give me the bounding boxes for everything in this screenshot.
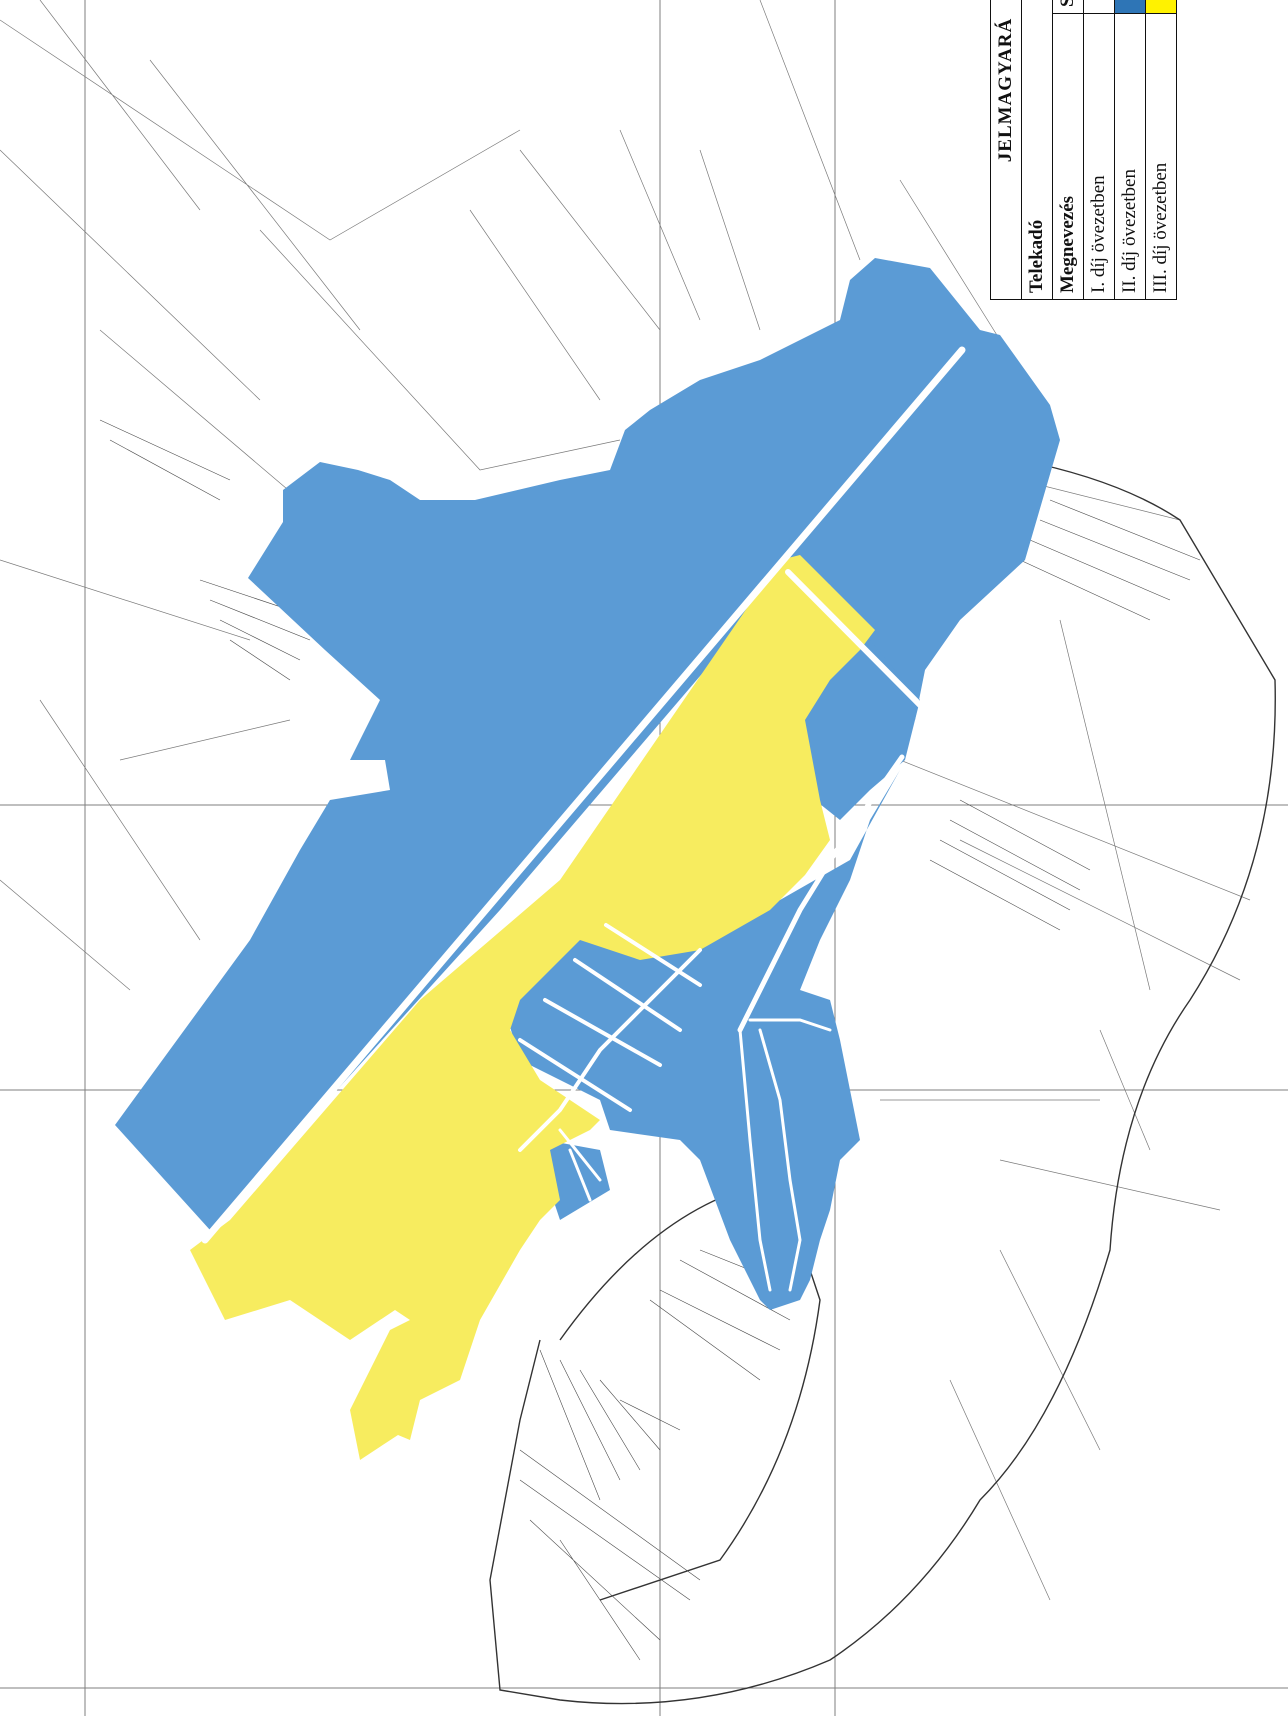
zone-ii-blue [115,258,1060,1310]
legend-swatch-zone-i [1083,0,1115,14]
legend-col-name: Megnevezés [1052,13,1084,300]
legend-swatch-zone-ii [1114,0,1146,14]
legend-row-label: I. díj övezetben [1083,13,1115,300]
roads [201,346,966,1292]
legend-row-label: III. díj övezetben [1145,13,1177,300]
legend-row-label: II. díj övezetben [1114,13,1146,300]
legend-col-color: Színjelölé [1052,0,1084,14]
legend-table: JELMAGYARÁ Telekadó Megnevezés Színjelöl… [990,0,1177,300]
zone-iii-yellow [190,555,875,1460]
legend-tax-label: Telekadó [1021,0,1053,300]
legend-swatch-zone-iii [1145,0,1177,14]
legend-container: JELMAGYARÁ Telekadó Megnevezés Színjelöl… [990,0,1288,300]
legend-title: JELMAGYARÁ [990,0,1022,300]
